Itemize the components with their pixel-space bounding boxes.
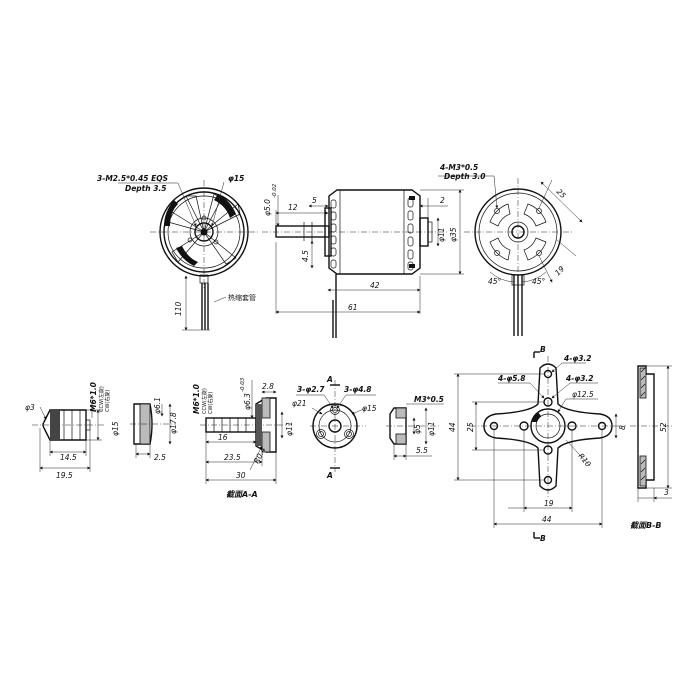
prop-dim-14.5-label: 14.5 [60, 453, 77, 462]
section-a-top-mark: A [326, 375, 333, 384]
mount-holes-b-label: 4-φ5.8 [498, 374, 525, 383]
front-depth-callout: Depth 3.5 [125, 184, 167, 193]
prop-dim-19.5-label: 19.5 [56, 471, 73, 480]
shaft-thread-note2: CW(右旋) [207, 392, 214, 414]
prop-thread-label: M6*1.0 [89, 382, 98, 412]
mount-dim-25-vert-label: 25 [466, 422, 475, 432]
nut-dia-5-label: φ5 [413, 424, 422, 434]
shaft-dim-2.8-label: 2.8 [262, 382, 274, 391]
prop-thread-note2: CW(右旋) [104, 390, 111, 412]
nut: M3*0.5 φ5 φ11 5.5 [386, 395, 444, 460]
section-a-label: 截面A-A [226, 490, 258, 499]
nut-thread-label: M3*0.5 [414, 395, 444, 404]
dim-35-label: φ35 [449, 227, 458, 242]
mount-dim-44-horiz-label: 44 [542, 515, 552, 524]
collet-dia-15-label: φ15 [362, 404, 377, 413]
prop-thread-note: CCW(左旋) [98, 386, 105, 412]
shaft-tol-label: -0.02 [272, 183, 278, 198]
mount-section: 52 3 截面B-B [630, 365, 672, 530]
section-a-bottom-mark: A [326, 471, 333, 480]
mount-radius-label: R10 [576, 452, 593, 469]
side-view: φ5.0 -0.02 12 5 4.5 42 61 2 φ11 φ35 [262, 183, 464, 338]
mount-dim-44-vert-label: 44 [448, 422, 457, 432]
washer-dia-17.8-label: φ17.8 [169, 412, 178, 434]
cable-length-label: 110 [174, 301, 183, 316]
shaft-dia-6.3-label: φ6.3 [243, 393, 252, 410]
front-thread-callout: 3-M2.5*0.45 EQS [97, 174, 168, 183]
mount-dim-8-label: 8 [618, 425, 627, 430]
front-dia-label: φ15 [228, 174, 244, 183]
nut-dim-5.5-label: 5.5 [416, 446, 428, 455]
mount-holes-a-label: 4-φ3.2 [564, 354, 591, 363]
prop-dia-15-label: φ15 [111, 421, 120, 436]
shaft-thread-note: CCW(左旋) [201, 388, 208, 414]
shaft-dia-11-label: φ11 [285, 422, 294, 437]
dim-25-label: 25 [555, 187, 568, 200]
dim-61-label: 61 [348, 303, 358, 312]
dim-12-label: 12 [288, 203, 298, 212]
collet-face: 3-φ2.7 3-φ4.8 φ21 φ15 A A [292, 375, 377, 480]
dim-19-label: 19 [553, 264, 566, 277]
dim-5-label: 5 [312, 196, 317, 205]
washer-dia-6.1-label: φ6.1 [153, 397, 162, 414]
rear-view: 4-M3*0.5 Depth 3.0 25 19 45° 45° [438, 163, 583, 336]
mount-section-b-bottom: B [540, 534, 546, 543]
shaft-dim-16-label: 16 [218, 433, 228, 442]
angle-b-label: 45° [532, 277, 546, 286]
shaft-dia-tol-label: -0.03 [240, 377, 246, 392]
dim-42-label: 42 [370, 281, 380, 290]
shaft-dia-label: φ5.0 [263, 199, 272, 216]
section-dim-52-label: 52 [659, 422, 668, 432]
shaft-thread-label: M6*1.0 [192, 384, 201, 414]
shaft-dim-30-label: 30 [236, 471, 246, 480]
sleeve-note: 热缩套管 [228, 293, 256, 302]
collet-holes-a-label: 3-φ2.7 [297, 385, 325, 394]
shaft-adapter: M6*1.0 CCW(左旋) CW(右旋) φ6.3 -0.03 2.8 φ11… [192, 377, 294, 499]
section-dim-3-label: 3 [664, 488, 669, 497]
section-b-label: 截面B-B [630, 521, 662, 530]
mount-dia-12.5-label: φ12.5 [572, 390, 594, 399]
mount-holes-c-label: 4-φ3.2 [566, 374, 593, 383]
shaft-dim-23.5-label: 23.5 [224, 453, 241, 462]
mount-section-b-top: B [540, 345, 546, 354]
nut-dia-11-label: φ11 [427, 422, 436, 437]
dim-11-label: φ11 [437, 228, 446, 243]
front-view: 3-M2.5*0.45 EQS Depth 3.5 φ15 110 热缩套管 [97, 174, 258, 331]
x-mount: B B 4-φ3.2 4-φ5.8 4-φ3.2 φ12.5 44 25 8 R… [448, 345, 627, 543]
washer-dim-2.5-label: 2.5 [154, 453, 166, 462]
prop-tip-dia-label: φ3 [25, 403, 35, 412]
angle-a-label: 45° [488, 277, 502, 286]
rear-thread-callout: 4-M3*0.5 [440, 163, 478, 172]
collet-dia-21-label: φ21 [292, 399, 307, 408]
rear-depth-callout: Depth 3.0 [444, 172, 486, 181]
dim-4.5-label: 4.5 [301, 250, 310, 262]
mount-dim-19-label: 19 [544, 499, 554, 508]
prop-adapter: φ3 M6*1.0 CCW(左旋) CW(右旋) φ15 14.5 19.5 φ… [25, 382, 178, 480]
collet-holes-b-label: 3-φ4.8 [344, 385, 371, 394]
dim-2-label: 2 [440, 196, 445, 205]
